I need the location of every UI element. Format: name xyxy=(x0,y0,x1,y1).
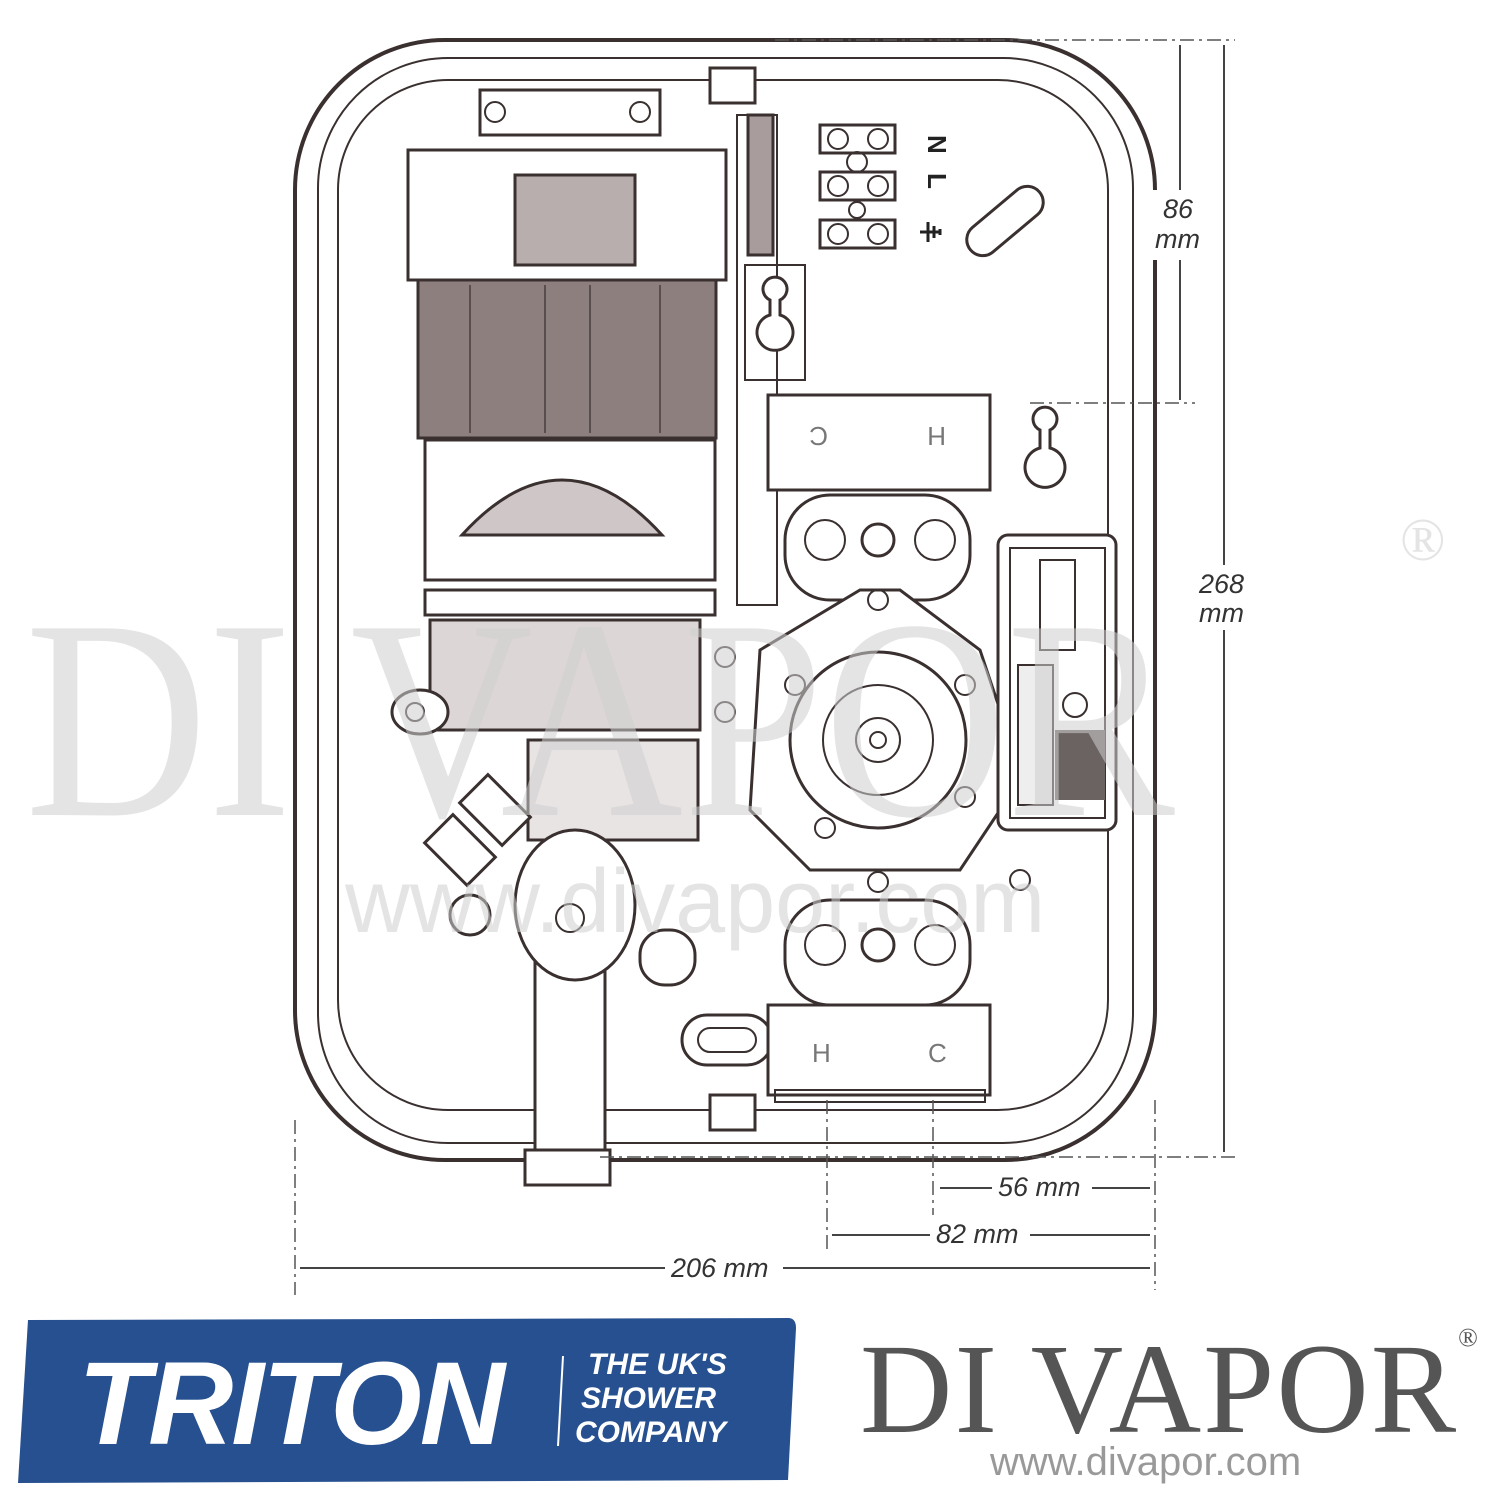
outlet-thread xyxy=(523,1148,612,1187)
valve-label-top-h: H xyxy=(927,421,946,451)
dim-206: 206 mm xyxy=(670,1253,769,1283)
mounting-slot-bottom xyxy=(680,1013,774,1067)
terminal-n-label: N xyxy=(922,135,952,154)
casing-inner xyxy=(317,57,1134,1144)
mixer-valve: C H H C xyxy=(748,393,1031,1103)
valve-label-top-c: C xyxy=(809,421,828,451)
watermark-url: www.divapor.com xyxy=(344,852,1045,952)
pump-motor xyxy=(390,88,736,842)
earth-icon xyxy=(920,222,942,242)
triton-tagline-3: COMPANY xyxy=(575,1416,727,1449)
dim-86-value: 86 xyxy=(1163,194,1194,224)
watermark-registered: ® xyxy=(1400,507,1446,573)
divapor-url[interactable]: www.divapor.com xyxy=(990,1440,1302,1484)
divapor-registered: ® xyxy=(1458,1323,1480,1352)
top-clip xyxy=(708,66,757,105)
bottom-clip xyxy=(708,1093,757,1132)
keyhole-mount-left xyxy=(755,275,795,352)
dim-82: 82 mm xyxy=(936,1219,1019,1249)
divapor-logo: DI VAPOR® xyxy=(860,1323,1480,1454)
triton-tagline-1: THE UK'S xyxy=(588,1348,727,1381)
keyhole-mount-right xyxy=(1023,405,1067,489)
triton-name: TRITON xyxy=(78,1338,505,1470)
divapor-name: DI VAPOR xyxy=(860,1318,1459,1460)
terminal-block: N L xyxy=(746,113,1045,258)
solenoid-valve xyxy=(422,772,697,987)
control-pcb xyxy=(996,533,1118,832)
terminal-l-label: L xyxy=(922,173,952,189)
dim-268-value: 268 xyxy=(1198,569,1244,599)
watermark-text: DI VAPOR xyxy=(25,561,1176,877)
valve-label-bottom-h: H xyxy=(812,1038,831,1068)
dim-56: 56 mm xyxy=(998,1172,1081,1202)
dim-268-unit: mm xyxy=(1199,598,1244,628)
outlet-pipe xyxy=(533,958,607,1157)
triton-tagline-2: SHOWER xyxy=(581,1382,716,1415)
dim-86-unit: mm xyxy=(1155,224,1200,254)
triton-logo: TRITON THE UK'S SHOWER COMPANY xyxy=(18,1318,798,1483)
valve-label-bottom-c: C xyxy=(928,1038,947,1068)
